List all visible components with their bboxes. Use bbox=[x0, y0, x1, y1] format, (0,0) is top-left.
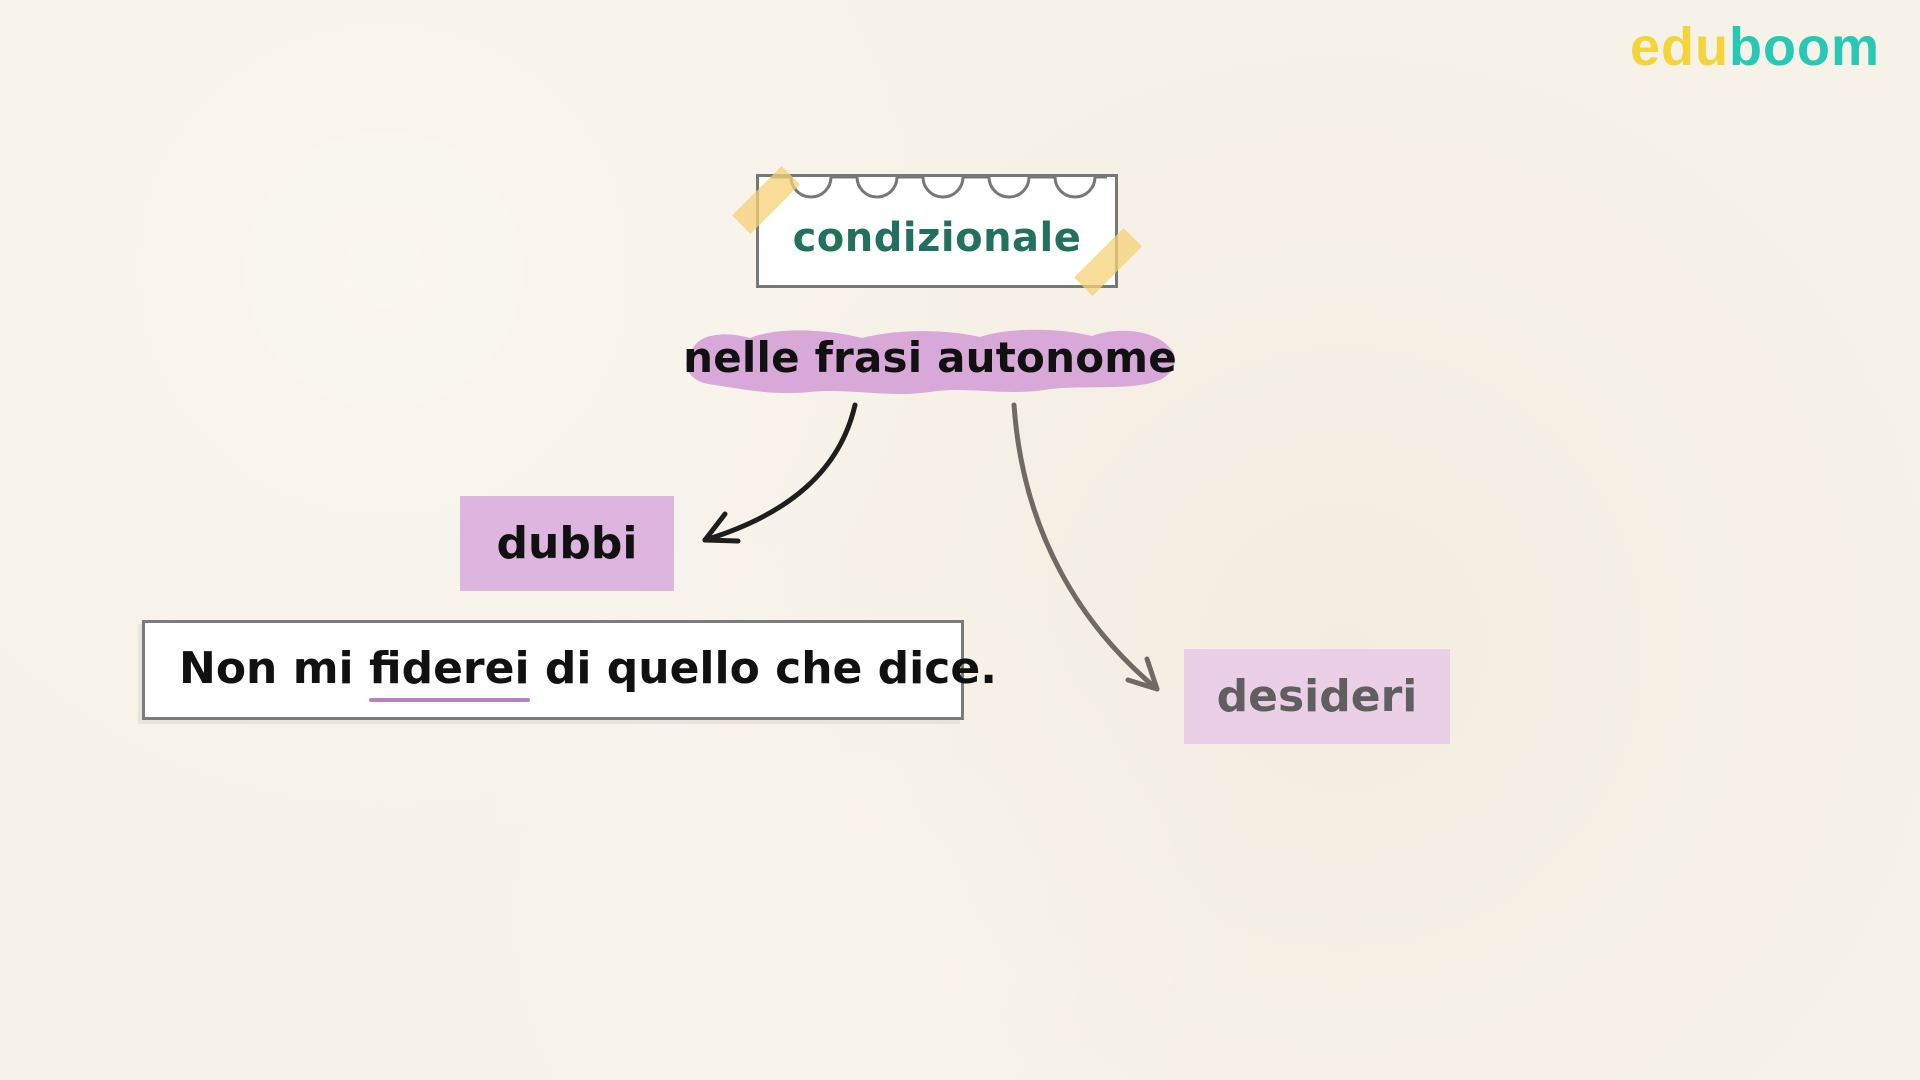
example-text-after: di quello che dice. bbox=[529, 643, 997, 694]
eduboom-logo: eduboom bbox=[1630, 20, 1880, 74]
topic-card: condizionale bbox=[732, 166, 1142, 296]
example-highlighted-verb: fiderei bbox=[368, 643, 530, 702]
topic-title: condizionale bbox=[792, 215, 1082, 261]
example-sentence: Non mi fiderei di quello che dice. bbox=[179, 643, 997, 702]
branch-tag-dubbi: dubbi bbox=[460, 496, 674, 591]
example-sentence-card: Non mi fiderei di quello che dice. bbox=[142, 620, 997, 720]
highlight-marker bbox=[686, 329, 1175, 394]
torn-paper-edge bbox=[771, 175, 1107, 199]
branch-tag-desideri: desideri bbox=[1184, 649, 1450, 744]
subtitle-banner: nelle frasi autonome bbox=[680, 322, 1180, 394]
curved-arrow-left-icon bbox=[702, 402, 858, 544]
subtitle-text: nelle frasi autonome bbox=[683, 333, 1177, 382]
example-text-before: Non mi bbox=[179, 643, 369, 694]
logo-suffix: boom bbox=[1729, 17, 1880, 77]
curved-arrow-right-icon bbox=[1011, 402, 1160, 692]
logo-prefix: edu bbox=[1630, 17, 1730, 77]
